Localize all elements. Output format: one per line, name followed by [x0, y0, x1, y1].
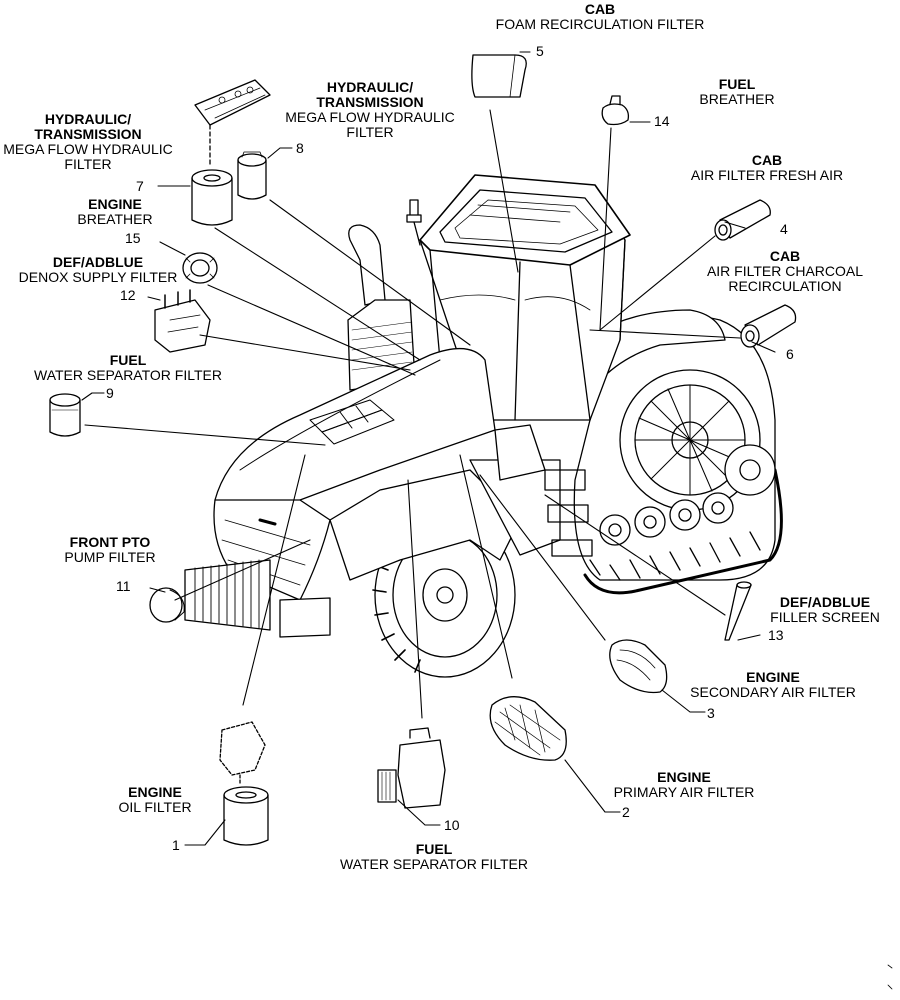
label-subtitle: SECONDARY AIR FILTER: [690, 684, 856, 700]
label-fuel-water-separator-lower: FUEL WATER SEPARATOR FILTER: [320, 842, 548, 872]
label-subtitle: OIL FILTER: [118, 799, 192, 815]
label-def-denox: DEF/ADBLUE DENOX SUPPLY FILTER: [0, 255, 196, 285]
callout-11: 11: [116, 578, 131, 594]
front-pto-pump-filter-part: [149, 587, 185, 623]
label-title: HYDRAULIC/ TRANSMISSION: [316, 79, 424, 110]
cab-charcoal-filter-part: [740, 304, 797, 348]
label-title: CAB: [584, 1, 616, 17]
label-cab-fresh-air: CAB AIR FILTER FRESH AIR: [682, 153, 852, 183]
label-cab-charcoal: CAB AIR FILTER CHARCOAL RECIRCULATION: [700, 249, 870, 294]
label-title: HYDRAULIC/ TRANSMISSION: [34, 111, 142, 142]
label-title: DEF/ADBLUE: [52, 254, 144, 270]
label-cab-foam-recirculation: CAB FOAM RECIRCULATION FILTER: [470, 2, 730, 32]
label-subtitle: PUMP FILTER: [64, 549, 156, 565]
callout-4: 4: [780, 221, 788, 237]
label-subtitle: WATER SEPARATOR FILTER: [34, 367, 222, 383]
callout-1: 1: [172, 837, 180, 853]
label-hydraulic-left: HYDRAULIC/ TRANSMISSION MEGA FLOW HYDRAU…: [0, 112, 176, 172]
label-engine-secondary: ENGINE SECONDARY AIR FILTER: [675, 670, 871, 700]
hydraulic-filter-part-7: [191, 79, 271, 226]
label-title: ENGINE: [657, 769, 711, 785]
label-title: FUEL: [718, 76, 756, 92]
label-engine-breather: ENGINE BREATHER: [60, 197, 170, 227]
fuel-water-separator-part-10: [377, 727, 446, 809]
foam-recirculation-filter-part: [471, 54, 527, 98]
label-title: CAB: [769, 248, 801, 264]
primary-air-filter-part: [489, 696, 567, 761]
label-subtitle: MEGA FLOW HYDRAULIC FILTER: [3, 141, 173, 172]
label-title: FUEL: [109, 352, 147, 368]
callout-3: 3: [707, 705, 715, 721]
label-subtitle: MEGA FLOW HYDRAULIC FILTER: [285, 109, 455, 140]
engine-breather-part: [182, 252, 218, 284]
label-hydraulic-center: HYDRAULIC/ TRANSMISSION MEGA FLOW HYDRAU…: [272, 80, 468, 140]
label-title: ENGINE: [746, 669, 800, 685]
label-subtitle: WATER SEPARATOR FILTER: [340, 856, 528, 872]
callout-2: 2: [622, 804, 630, 820]
label-title: CAB: [751, 152, 783, 168]
callout-7: 7: [136, 178, 144, 194]
label-def-filler: DEF/ADBLUE FILLER SCREEN: [760, 595, 890, 625]
callout-10: 10: [444, 817, 460, 833]
label-title: FRONT PTO: [69, 534, 151, 550]
callout-6: 6: [786, 346, 794, 362]
label-fuel-water-separator-upper: FUEL WATER SEPARATOR FILTER: [14, 353, 242, 383]
fuel-breather-part: [601, 95, 630, 126]
label-subtitle: BREATHER: [77, 211, 153, 227]
label-engine-primary: ENGINE PRIMARY AIR FILTER: [598, 770, 770, 800]
label-subtitle: BREATHER: [699, 91, 775, 107]
callout-15: 15: [125, 230, 141, 246]
label-engine-oil: ENGINE OIL FILTER: [100, 785, 210, 815]
label-subtitle: FOAM RECIRCULATION FILTER: [495, 16, 705, 32]
fuel-water-separator-part-9: [49, 393, 81, 437]
label-title: ENGINE: [128, 784, 182, 800]
def-filler-screen-part: [724, 581, 752, 641]
corner-mark: [887, 964, 893, 990]
callout-8: 8: [296, 140, 304, 156]
engine-oil-filter-part: [219, 721, 269, 846]
label-front-pto: FRONT PTO PUMP FILTER: [45, 535, 175, 565]
label-subtitle: AIR FILTER FRESH AIR: [690, 167, 844, 183]
leader-lines: [81, 51, 776, 846]
label-subtitle: DENOX SUPPLY FILTER: [18, 269, 178, 285]
label-subtitle: FILLER SCREEN: [770, 609, 880, 625]
label-title: DEF/ADBLUE: [779, 594, 871, 610]
callout-5: 5: [536, 43, 544, 59]
callout-12: 12: [120, 287, 136, 303]
tractor-illustration: [184, 174, 783, 678]
callout-14: 14: [654, 113, 670, 129]
denox-supply-filter-part: [154, 289, 211, 353]
callout-9: 9: [106, 385, 114, 401]
secondary-air-filter-part: [609, 639, 668, 694]
label-subtitle: PRIMARY AIR FILTER: [613, 784, 755, 800]
label-title: ENGINE: [88, 196, 142, 212]
label-fuel-breather: FUEL BREATHER: [672, 77, 802, 107]
hydraulic-filter-part-8: [237, 151, 267, 200]
label-subtitle: AIR FILTER CHARCOAL RECIRCULATION: [706, 263, 864, 294]
label-title: FUEL: [415, 841, 453, 857]
callout-13: 13: [768, 627, 784, 643]
cab-fresh-air-filter-part: [714, 199, 771, 241]
